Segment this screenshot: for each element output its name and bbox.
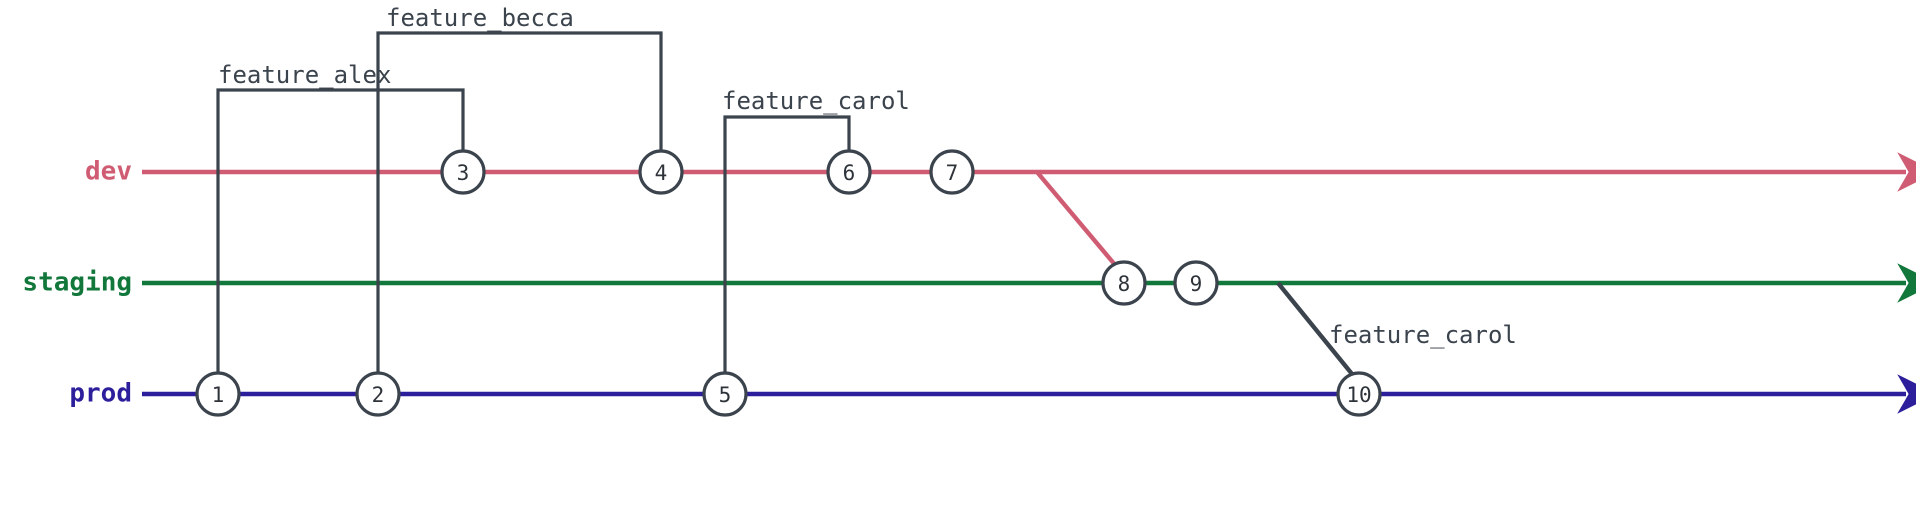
commit-node-9[interactable]: 9 [1173,260,1219,306]
commit-node-8[interactable]: 8 [1101,260,1147,306]
commit-nodes: 1 2 3 4 5 6 7 8 9 10 [195,149,1382,417]
commit-circle-5[interactable] [702,371,748,417]
commit-label-7: 7 [946,161,959,185]
commit-circle-3[interactable] [440,149,486,195]
commit-node-7[interactable]: 7 [929,149,975,195]
branch-path-feature-alex [216,88,465,394]
commit-node-2[interactable]: 2 [355,371,401,417]
branch-label-feature-becca: feature_becca [386,4,574,32]
branch-label-feature-alex: feature_alex [218,61,391,89]
merge-lines [1035,170,1354,376]
merge-line-staging-to-prod [1276,281,1354,376]
branch-path-feature-becca [376,31,663,394]
commit-circle-2[interactable] [355,371,401,417]
branch-path-feature-carol [723,115,851,394]
commit-label-3: 3 [457,161,470,185]
commit-label-4: 4 [655,161,668,185]
commit-node-5[interactable]: 5 [702,371,748,417]
commit-circle-4[interactable] [638,149,684,195]
commit-circle-10[interactable] [1336,371,1382,417]
branch-labels: feature_alex feature_becca feature_carol… [218,4,1517,349]
commit-label-9: 9 [1190,272,1203,296]
commit-circle-6[interactable] [826,149,872,195]
commit-node-3[interactable]: 3 [440,149,486,195]
commit-circle-8[interactable] [1101,260,1147,306]
commit-label-10: 10 [1346,383,1371,407]
lane-label-prod: prod [69,379,132,409]
branch-label-feature-carol-top: feature_carol [722,87,910,115]
branch-label-feature-carol-merge: feature_carol [1329,321,1517,349]
commit-circle-7[interactable] [929,149,975,195]
branch-brackets [216,31,851,394]
merge-line-dev-to-staging [1035,170,1118,268]
commit-label-2: 2 [372,383,385,407]
commit-label-8: 8 [1118,272,1131,296]
commit-node-10[interactable]: 10 [1336,371,1382,417]
commit-node-6[interactable]: 6 [826,149,872,195]
lane-label-dev: dev [85,157,132,187]
lane-label-staging: staging [22,268,132,298]
commit-circle-1[interactable] [195,371,241,417]
commit-node-4[interactable]: 4 [638,149,684,195]
commit-label-1: 1 [212,383,225,407]
commit-node-1[interactable]: 1 [195,371,241,417]
lane-labels: dev staging prod [22,157,132,409]
lane-lines [142,152,1916,414]
commit-circle-9[interactable] [1173,260,1219,306]
commit-label-5: 5 [719,383,732,407]
commit-label-6: 6 [843,161,856,185]
